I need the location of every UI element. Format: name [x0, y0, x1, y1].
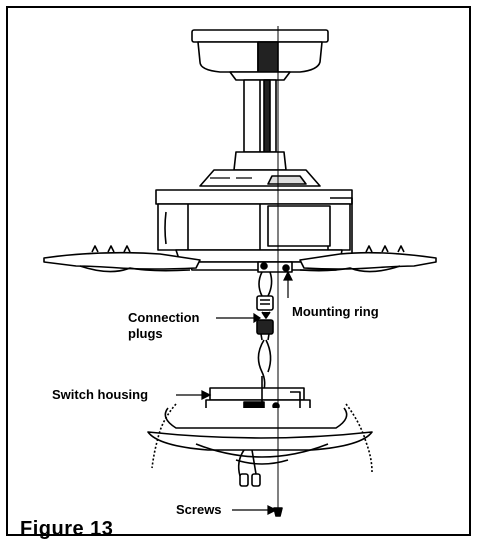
- light-bowl: [147, 407, 373, 465]
- blade-left: [43, 245, 201, 273]
- blade-right: [299, 245, 437, 273]
- connection-plugs: [256, 271, 274, 391]
- figure-caption: Figure 13: [20, 518, 114, 540]
- motor-coupler: [199, 151, 321, 187]
- label-connection-plugs: Connection plugs: [128, 310, 200, 341]
- light-wires: [237, 449, 261, 487]
- mounting-ring: [257, 261, 293, 273]
- diagram-frame: [6, 6, 471, 536]
- label-screws: Screws: [176, 502, 222, 517]
- leader-lines: [176, 270, 293, 515]
- label-switch-housing: Switch housing: [52, 387, 149, 402]
- downrod: [243, 79, 277, 153]
- canopy: [191, 29, 329, 81]
- pull-chains: [151, 403, 373, 473]
- label-mounting-ring: Mounting ring: [292, 304, 379, 319]
- screw: [273, 26, 283, 517]
